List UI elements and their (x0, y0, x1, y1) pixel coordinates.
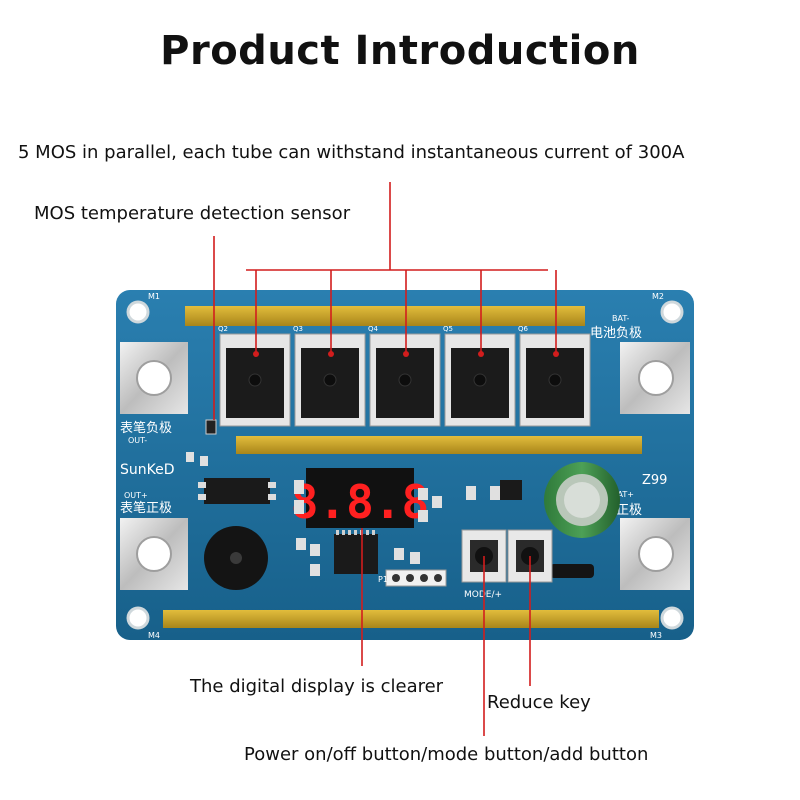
copper-bar-top (185, 306, 585, 326)
pad-label-bat-minus-code: BAT- (612, 314, 629, 323)
mos-transistor (219, 333, 291, 427)
callout-mos-drops (255, 270, 557, 354)
pin-header-label: P1 (378, 575, 388, 584)
copper-bar-middle (236, 436, 642, 454)
mos-label: Q4 (368, 325, 379, 333)
corner-label-m3: M3 (650, 631, 662, 640)
mos-label: Q5 (443, 325, 453, 333)
mos-transistor (519, 333, 591, 427)
pad-label-out-plus-cn: 表笔正极 (120, 500, 172, 516)
mos-label: Q6 (518, 325, 529, 333)
mos-transistor (369, 333, 441, 427)
callout-mos-dot (478, 351, 484, 357)
caption-reduce-key: Reduce key (487, 692, 591, 713)
caption-mos-parallel: 5 MOS in parallel, each tube can withsta… (18, 142, 685, 163)
caption-temp-sensor: MOS temperature detection sensor (34, 203, 351, 224)
pad-label-bat-minus-cn: 电池负极 (590, 326, 642, 341)
corner-label-m1: M1 (148, 292, 160, 301)
callout-mos-dots (253, 351, 559, 357)
display-digits: 8.8.8 (291, 475, 429, 529)
left-chip (204, 478, 270, 504)
callout-mos-dot (403, 351, 409, 357)
smd-components (186, 452, 500, 576)
mos-label: Q3 (293, 325, 303, 333)
mos-transistor (294, 333, 366, 427)
ic-chip (334, 534, 378, 574)
pad-label-out-minus-code: OUT- (128, 436, 147, 445)
callout-mos-dot (328, 351, 334, 357)
pad-label-bat-plus-code: BAT+ (612, 490, 634, 499)
caption-display: The digital display is clearer (190, 676, 444, 697)
pad-label-out-minus-cn: 表笔负极 (120, 420, 172, 436)
page-title: Product Introduction (160, 28, 640, 74)
seven-segment-display (306, 468, 414, 528)
pin-header (385, 569, 447, 587)
callout-mos-dot (553, 351, 559, 357)
model-label: Z99 (642, 473, 667, 488)
callout-mos-dot (253, 351, 259, 357)
temperature-sensor (205, 419, 217, 435)
capacitor-ground-part (550, 564, 594, 578)
transistor-smd (500, 480, 522, 500)
brand-label: SunKeD (120, 462, 175, 478)
callout-lines (213, 182, 548, 736)
caption-power-mode-add: Power on/off button/mode button/add butt… (244, 744, 649, 765)
terminal-pads (120, 342, 690, 590)
mounting-holes (126, 300, 684, 630)
copper-bar-bottom (163, 610, 659, 628)
mos-transistors: Q2 Q3 Q4 Q5 Q6 (218, 325, 591, 427)
mos-transistor (444, 333, 516, 427)
corner-label-m2: M2 (652, 292, 664, 301)
corner-label-m4: M4 (148, 631, 160, 640)
pad-label-out-plus-code: OUT+ (124, 491, 148, 500)
mos-label: Q2 (218, 325, 228, 333)
button-label-mode-add: MODE/+ (464, 590, 502, 600)
